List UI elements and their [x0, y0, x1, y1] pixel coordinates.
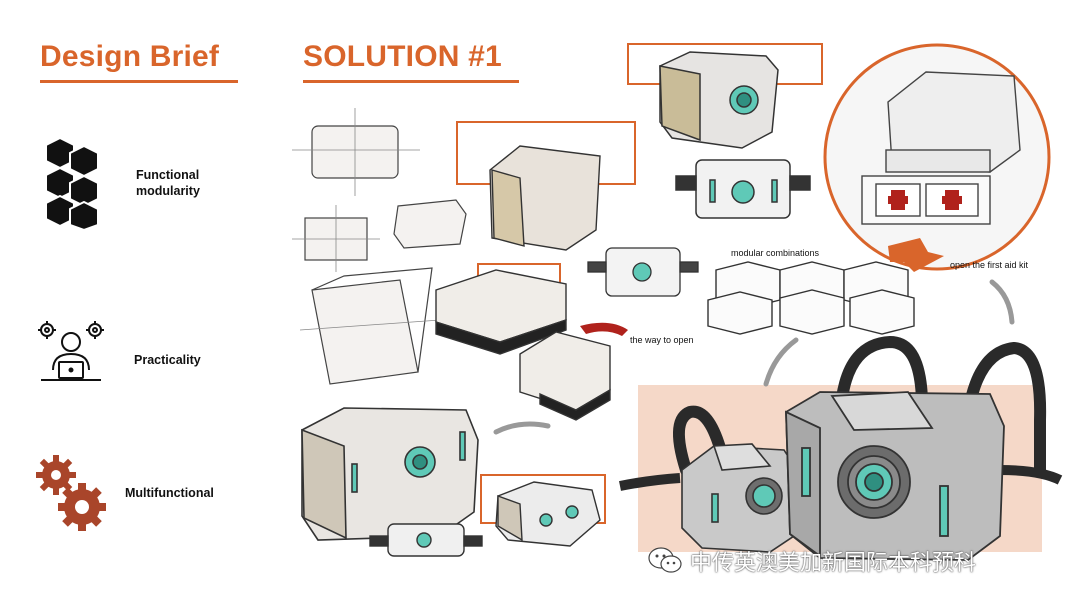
curve-arrow-2	[493, 421, 551, 435]
annotation-way-to-open: the way to open	[630, 335, 694, 345]
watermark-text: 中传英澳美加新国际本科预科	[690, 551, 977, 576]
solution-underline	[303, 80, 519, 83]
annotation-modular-combinations: modular combinations	[731, 248, 820, 258]
annotation-open-first-aid-kit: open the first aid kit	[950, 260, 1029, 270]
sketch-perspective-box	[311, 279, 419, 385]
brief-item-practicality: Practicality	[134, 353, 201, 367]
curve-arrow-1	[763, 337, 799, 387]
design-brief-underline	[40, 80, 238, 83]
user-laptop-gears-icon	[38, 321, 104, 381]
open-kit-arrow	[888, 238, 944, 272]
wechat-icon	[648, 547, 682, 573]
open-direction-arrow	[580, 322, 628, 336]
brief-item-multifunctional: Multifunctional	[125, 486, 214, 500]
hexagon-stack-icon	[45, 136, 99, 230]
curve-arrow-3	[989, 279, 1015, 325]
brief-item-functional-modularity: Functional modularity	[136, 168, 200, 198]
watermark: 中传英澳美加新国际本科预科	[648, 545, 976, 577]
design-brief-heading: Design Brief	[40, 40, 220, 73]
solution-heading: SOLUTION #1	[303, 40, 502, 73]
gears-icon	[36, 455, 106, 531]
sketch-front-view	[393, 199, 467, 249]
